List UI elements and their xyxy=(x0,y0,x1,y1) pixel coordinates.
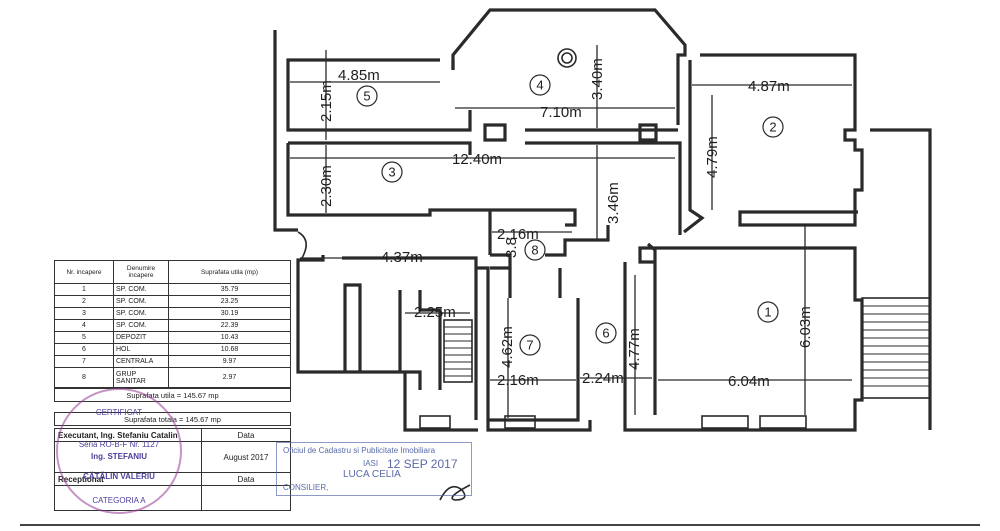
dim-room4-height: 3.40m xyxy=(589,58,606,100)
svg-text:7: 7 xyxy=(526,338,533,353)
dim-corridor-height: 3.46m xyxy=(605,182,622,224)
dim-room2-height: 4.79m xyxy=(704,136,721,178)
window-bottom-left xyxy=(419,415,451,429)
area-table-header: Nr. incapere Denumire incapere Suprafata… xyxy=(54,260,291,284)
room-4-walls xyxy=(451,8,687,142)
engineer-stamp: CERTIFICAT Seria RO-B-F Nr. 1127 Ing. ST… xyxy=(56,388,182,514)
dim-room7-width: 2.16m xyxy=(497,372,539,389)
bottom-wall-left xyxy=(403,372,478,432)
dim-room8-height: 3.8 xyxy=(503,237,520,258)
dim-room5-width: 4.85m xyxy=(338,67,380,84)
svg-text:4: 4 xyxy=(536,78,543,93)
room-label-7: 7 xyxy=(519,334,541,356)
dim-room6-width: 2.24m xyxy=(582,370,624,387)
svg-text:1: 1 xyxy=(764,305,771,320)
header-area: Suprafata utila (mp) xyxy=(168,260,291,284)
room-7-walls xyxy=(486,420,592,432)
door-arc-left xyxy=(297,231,307,259)
data-label: Data xyxy=(201,428,291,442)
room-label-4: 4 xyxy=(529,74,551,96)
room-label-5: 5 xyxy=(356,85,378,107)
room-2-walls xyxy=(683,53,864,234)
page-edge-line xyxy=(20,524,980,526)
dimension-lines xyxy=(290,45,852,418)
svg-text:5: 5 xyxy=(363,89,370,104)
room-1-walls xyxy=(623,242,864,432)
total-utila: Suprafata utila = 145.67 mp xyxy=(54,388,291,402)
room-3-walls xyxy=(286,143,577,255)
room-label-3: 3 xyxy=(381,161,403,183)
cadastre-office-stamp: Oficiul de Cadastru si Publicitate Imobi… xyxy=(276,442,472,496)
hall-walls xyxy=(342,256,580,422)
corridor-wall xyxy=(288,141,682,235)
window-room-1-a xyxy=(701,415,749,429)
dim-room3-height: 2.30m xyxy=(318,165,335,207)
dim-room4-width: 7.10m xyxy=(540,104,582,121)
header-name: Denumire incapere xyxy=(113,260,169,284)
dim-hall-width: 4.37m xyxy=(381,249,423,266)
svg-text:3: 3 xyxy=(388,165,395,180)
room-8-walls xyxy=(490,225,610,270)
dim-stair-width: 2.25m xyxy=(414,304,456,321)
room-label-2: 2 xyxy=(762,116,784,138)
area-table: Nr. incapere Denumire incapere Suprafata… xyxy=(54,260,291,388)
svg-text:8: 8 xyxy=(531,243,538,258)
svg-text:2: 2 xyxy=(769,120,776,135)
outer-wall-left-top xyxy=(273,30,298,232)
svg-text:6: 6 xyxy=(602,326,609,341)
room-label-6: 6 xyxy=(595,322,617,344)
stairs-hall xyxy=(443,319,473,383)
dim-room3-width: 12.40m xyxy=(452,151,502,168)
dim-room6-height: 4.77m xyxy=(626,328,643,370)
dim-room1-width: 6.04m xyxy=(728,373,770,390)
dim-room2-width: 4.87m xyxy=(748,78,790,95)
stairs-right xyxy=(861,128,932,430)
room-label-8: 8 xyxy=(524,239,546,261)
dim-room8-width: 2.16m xyxy=(497,226,539,243)
dim-room7-height: 4.62m xyxy=(499,326,516,368)
dim-room1-height: 6.03m xyxy=(797,306,814,348)
chimney-icon xyxy=(557,48,577,68)
outer-wall-left-bottom xyxy=(296,255,345,374)
window-room-7 xyxy=(504,415,536,429)
window-room-1-b xyxy=(759,415,807,429)
room-label-1: 1 xyxy=(757,301,779,323)
header-nr: Nr. incapere xyxy=(54,260,114,284)
dim-room5-height: 2.15m xyxy=(318,80,335,122)
